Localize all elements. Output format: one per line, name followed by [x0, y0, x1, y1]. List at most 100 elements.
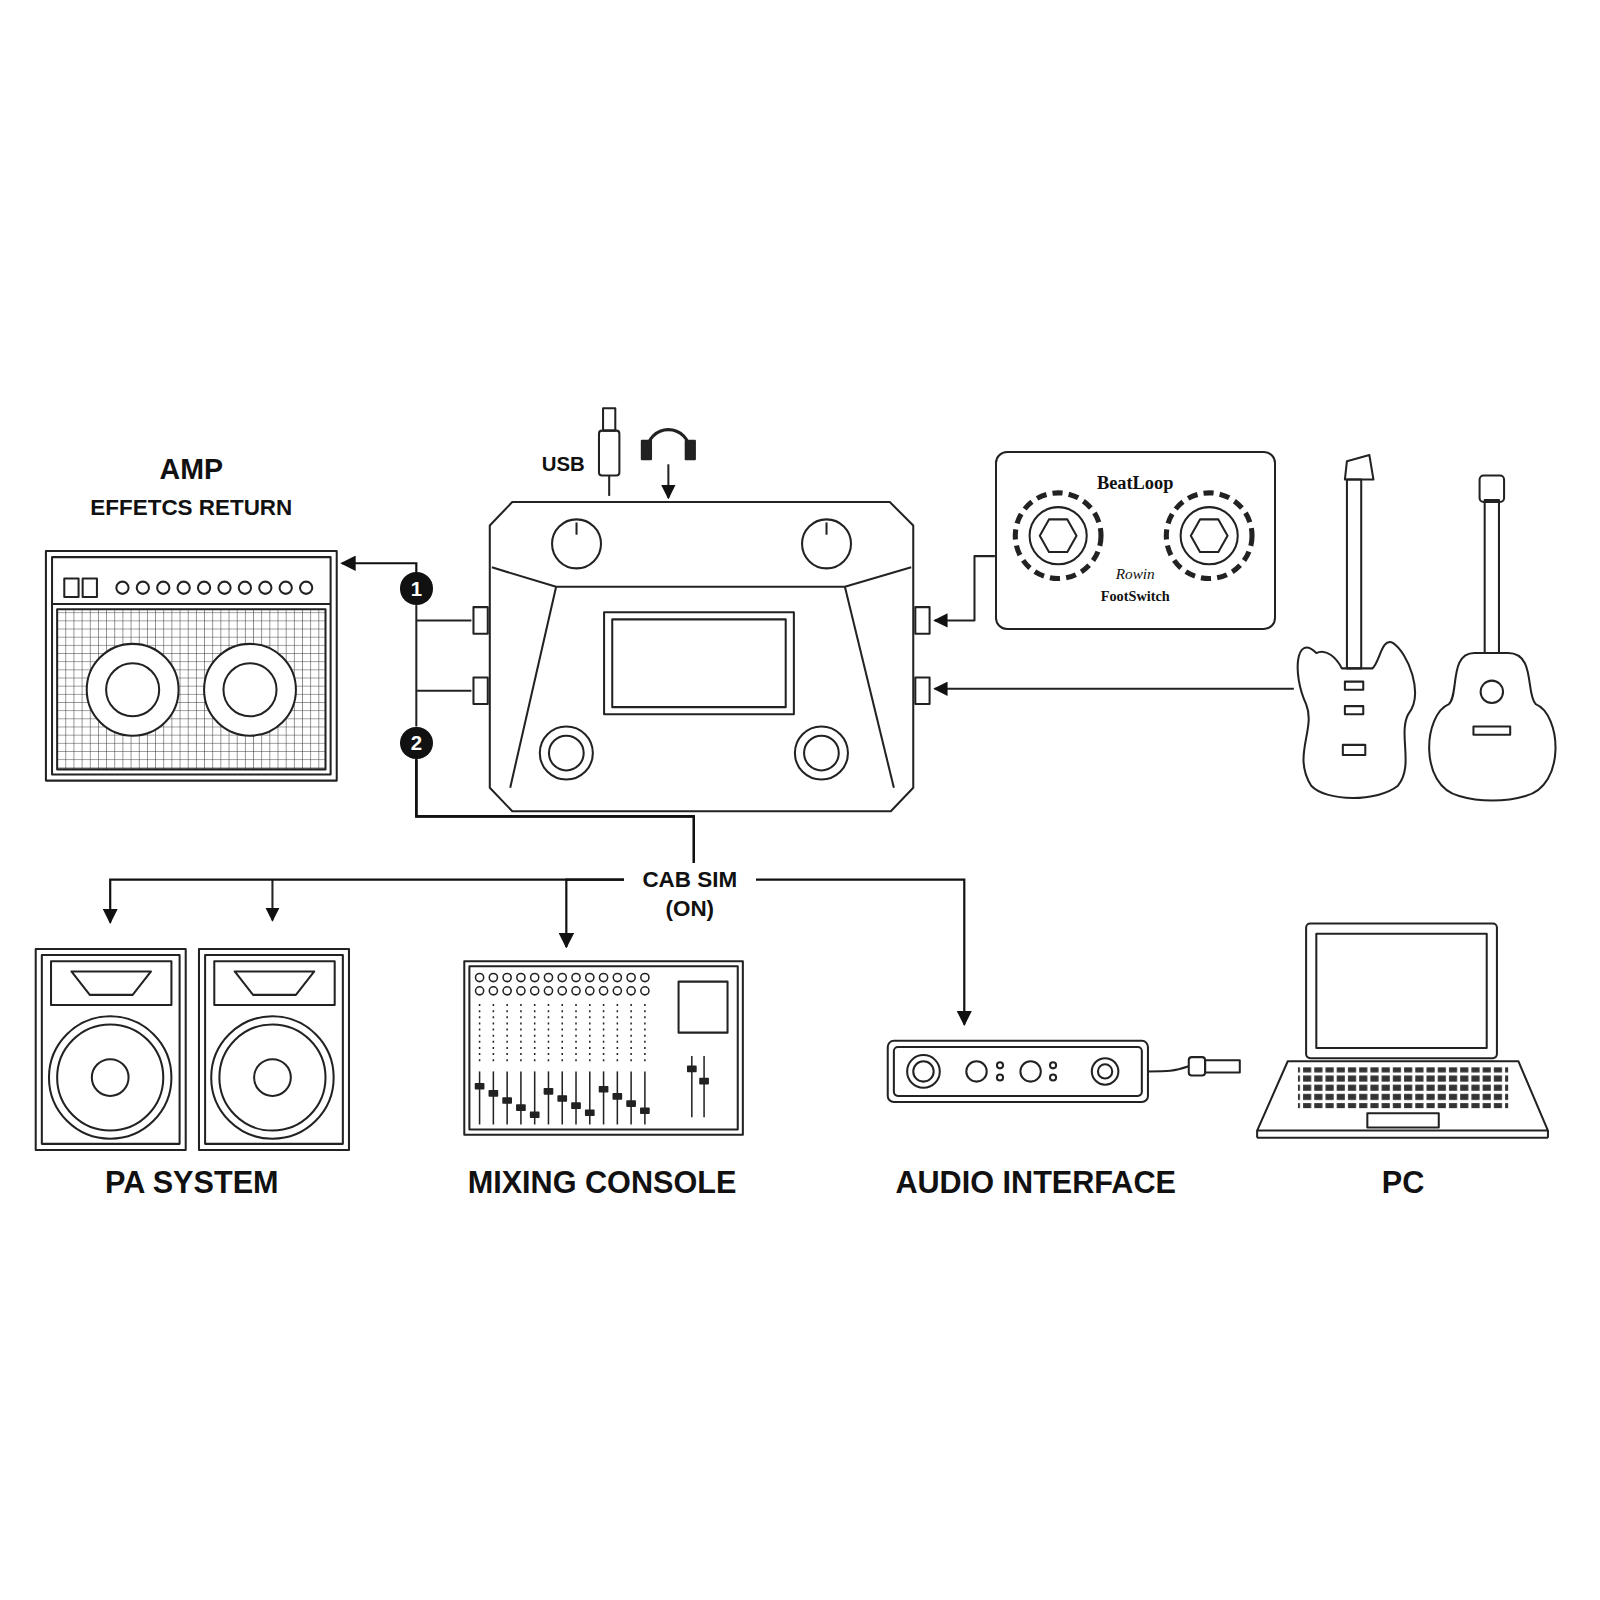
fader-cap [627, 1101, 635, 1106]
mixer-strip [630, 1004, 632, 1061]
pc-unit: PC [1250, 916, 1556, 1210]
node-heading: BeatLoop [1097, 473, 1174, 494]
mixer-strip [534, 1004, 536, 1061]
audio-interface [888, 1041, 1240, 1102]
node-text: FootSwitch [1101, 588, 1170, 604]
node-heading: AMP [160, 453, 223, 486]
mixer-strip [493, 1004, 495, 1061]
mixer-fader [520, 1071, 522, 1124]
fader-cap [572, 1103, 580, 1108]
amp-unit: AMP EFFETCS RETURN [41, 441, 342, 784]
amp-knob [178, 582, 190, 594]
mixer-knob [586, 987, 594, 995]
mixer-knob [544, 973, 552, 981]
mixer-strip [548, 1004, 550, 1061]
amp-cabinet [46, 551, 337, 781]
mixer-fader [644, 1071, 646, 1124]
headphone-icon [642, 430, 695, 498]
mixer-fader [603, 1071, 605, 1124]
node-text: Rowin [1116, 565, 1155, 583]
fader-cap [476, 1084, 484, 1089]
node-text: EFFETCS RETURN [90, 495, 292, 521]
fader-cap [599, 1087, 607, 1092]
mixer-knob [503, 987, 511, 995]
amp-knob [116, 582, 128, 594]
fader-cap [544, 1089, 552, 1094]
mixing-console [464, 961, 743, 1134]
footswitch-unit: BeatLoopRowinFootSwitch [995, 451, 1276, 630]
node-heading: MIXING CONSOLE [468, 1165, 737, 1200]
mixer-knob [613, 987, 621, 995]
mixer-strip [644, 1004, 646, 1061]
fader-cap [503, 1098, 511, 1103]
fader-cap [586, 1110, 594, 1115]
pa-system: PA SYSTEM [29, 922, 356, 1210]
mixer-fader [575, 1071, 577, 1124]
mixer-fader [703, 1056, 705, 1117]
node-heading: PA SYSTEM [105, 1165, 278, 1200]
pa-speakers [36, 949, 349, 1150]
mixer-strip [617, 1004, 619, 1061]
mixer-knob [586, 973, 594, 981]
mixer-strip [479, 1004, 481, 1061]
mixer-knob [572, 973, 580, 981]
mixer-knob [558, 973, 566, 981]
amp-knob [218, 582, 230, 594]
amp-knob [259, 582, 271, 594]
node-heading: PC [1382, 1165, 1425, 1200]
callout-number: 1 [400, 572, 433, 605]
mixer-knob [572, 987, 580, 995]
fader-cap [641, 1108, 649, 1113]
mixer-knob [627, 987, 635, 995]
mixer-knob [599, 973, 607, 981]
fader-cap [700, 1079, 708, 1084]
mixer-knob [531, 987, 539, 995]
node-heading: AUDIO INTERFACE [895, 1165, 1176, 1200]
fader-cap [558, 1096, 566, 1101]
audio-interface-unit: AUDIO INTERFACE [867, 1024, 1204, 1210]
mixer-fader [479, 1071, 481, 1124]
amp-knob [239, 582, 251, 594]
mixer-strip [520, 1004, 522, 1061]
mixer-fader [548, 1071, 550, 1124]
callout-number: 2 [411, 732, 422, 755]
mixer-knob [558, 987, 566, 995]
amp-knob [198, 582, 210, 594]
mixer-knob [503, 973, 511, 981]
fader-cap [489, 1091, 497, 1096]
signal-wires [272, 556, 1293, 920]
mixer-knob [517, 973, 525, 981]
mixer-knob [544, 987, 552, 995]
amp-knob [280, 582, 292, 594]
mixer-fader [493, 1071, 495, 1124]
signal-connector [342, 563, 416, 572]
amp-knob [300, 582, 312, 594]
fader-cap [531, 1112, 539, 1117]
mixer-knob [531, 973, 539, 981]
mixing-console-unit: MIXING CONSOLE [449, 947, 755, 1210]
mixer-strip [589, 1004, 591, 1061]
mixer-knob [641, 973, 649, 981]
laptop [1257, 923, 1548, 1137]
fader-cap [688, 1066, 696, 1071]
multi-effects-pedal [473, 502, 929, 811]
mixer-strip [603, 1004, 605, 1061]
mixer-knob [517, 987, 525, 995]
fader-cap [517, 1105, 525, 1110]
mixer-strip [506, 1004, 508, 1061]
mixer-knob [627, 973, 635, 981]
callout-number: 2 [400, 727, 433, 760]
mixer-knob [489, 973, 497, 981]
mixer-strip [561, 1004, 563, 1061]
signal-connector [110, 759, 694, 922]
callout-number: 1 [411, 578, 422, 601]
amp-knob [157, 582, 169, 594]
mixer-knob [489, 987, 497, 995]
edge-label: CAB SIM (ON) [624, 863, 756, 925]
acoustic-guitar [1429, 476, 1555, 801]
mixer-fader [630, 1071, 632, 1124]
mixer-knob [476, 987, 484, 995]
